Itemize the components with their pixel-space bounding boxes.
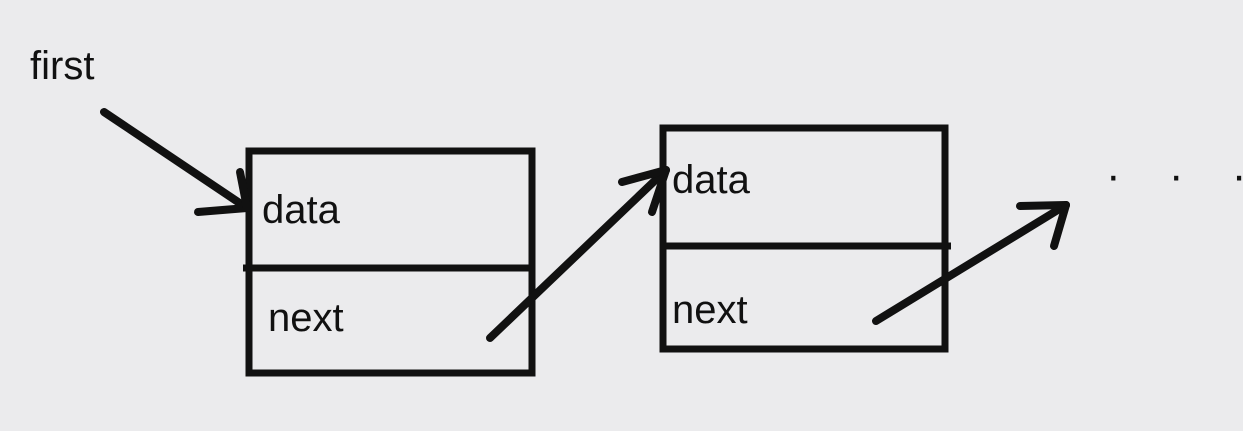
next-pointer-arrow-2 xyxy=(872,201,1070,325)
node-1-next-label: next xyxy=(268,296,344,340)
node-2 xyxy=(659,124,951,353)
node-2-box xyxy=(659,124,949,353)
node-1 xyxy=(243,147,536,377)
first-label: first xyxy=(30,44,95,88)
node-2-data-label: data xyxy=(672,158,750,202)
next-pointer-arrow-1 xyxy=(486,166,670,342)
continuation-ellipsis: · · · xyxy=(1106,151,1243,200)
node-1-box xyxy=(245,147,536,377)
node-1-data-label: data xyxy=(262,188,340,232)
first-pointer-arrow xyxy=(100,108,251,216)
node-2-next-label: next xyxy=(672,288,748,332)
